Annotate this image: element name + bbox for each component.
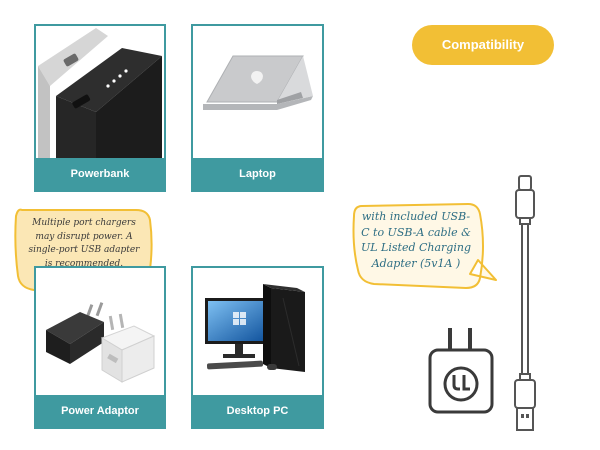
laptop-card: Laptop [191, 24, 324, 192]
power-adaptor-label: Power Adaptor [36, 395, 164, 427]
powerbank-image [36, 26, 164, 160]
charger-ul-icon [428, 328, 494, 414]
desktop-pc-card: Desktop PC [191, 266, 324, 429]
power-adaptor-image [36, 268, 164, 395]
speech-bubble-cable [352, 203, 497, 289]
usb-cable-icon [514, 175, 536, 431]
laptop-label: Laptop [193, 158, 322, 190]
cable-note: with included USB-C to USB-A cable & UL … [360, 210, 471, 270]
power-adaptor-card: Power Adaptor [34, 266, 166, 429]
powerbank-card: Powerbank [34, 24, 166, 192]
multi-port-note: Multiple port chargers may disrupt power… [28, 218, 140, 269]
laptop-image [193, 26, 322, 158]
desktop-pc-image [193, 268, 322, 395]
desktop-pc-label: Desktop PC [193, 395, 322, 427]
compatibility-badge: Compatibility [412, 25, 554, 65]
powerbank-label: Powerbank [36, 158, 164, 190]
